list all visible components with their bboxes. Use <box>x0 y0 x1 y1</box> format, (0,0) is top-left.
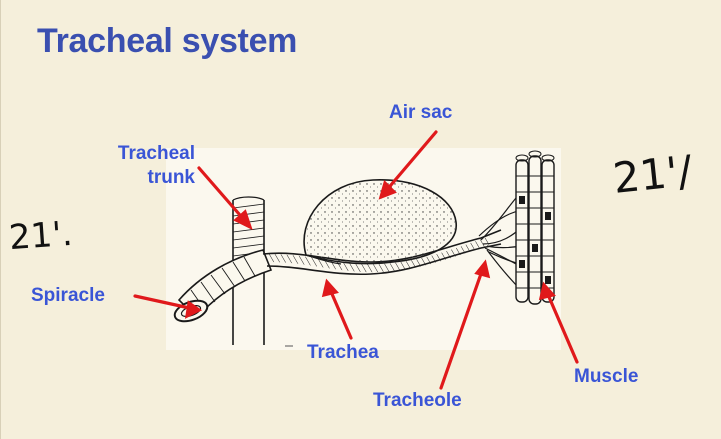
label-muscle: Muscle <box>574 365 638 389</box>
arrow-muscle <box>546 290 577 362</box>
arrowhead-tracheole <box>477 263 488 276</box>
arrow-trachea <box>329 287 351 338</box>
label-tracheal-trunk-line1: Tracheal <box>89 142 195 166</box>
arrow-tracheal-trunk <box>199 168 246 222</box>
label-air-sac: Air sac <box>389 101 452 125</box>
handwritten-note-right: 21'/ <box>611 146 695 203</box>
arrow-tracheole <box>441 268 483 388</box>
label-tracheal-trunk-line2: trunk <box>89 166 195 190</box>
air-sac-drawing <box>304 180 456 264</box>
arrowhead-trachea <box>324 282 336 295</box>
muscle-drawing <box>516 151 554 304</box>
label-spiracle: Spiracle <box>31 284 105 308</box>
handwritten-note-left: 21'. <box>8 214 74 258</box>
label-tracheal-trunk: Tracheal trunk <box>89 142 195 190</box>
label-trachea: Trachea <box>307 341 379 365</box>
label-tracheole: Tracheole <box>373 389 462 413</box>
